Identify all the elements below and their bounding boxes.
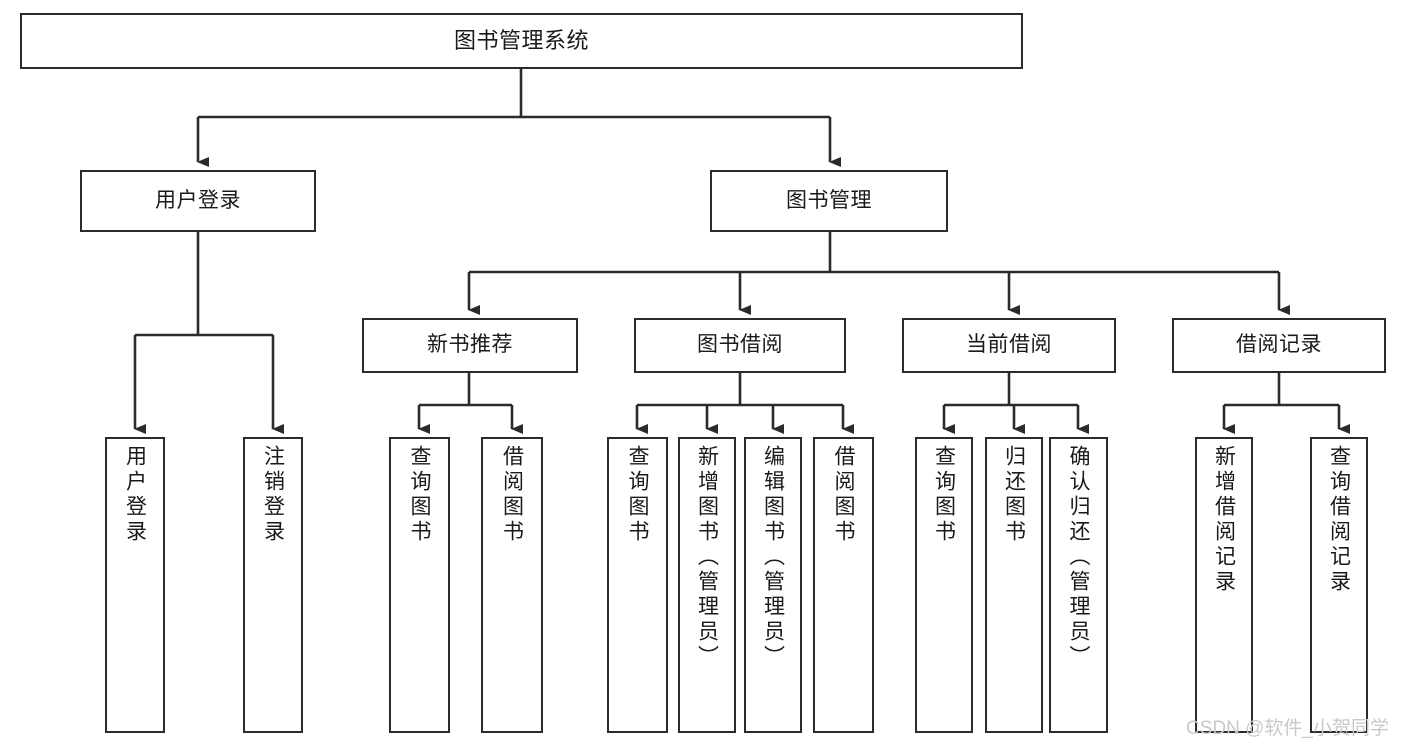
- node-label: 借阅图书: [832, 445, 855, 545]
- node-label: 用户登录: [155, 188, 241, 212]
- node-label: 当前借阅: [966, 333, 1052, 357]
- watermark-text: CSDN @软件_小贺同学: [1186, 718, 1389, 739]
- node-leaf-add-book-admin[interactable]: 新增图书（管理员）: [678, 437, 736, 733]
- node-book-borrow[interactable]: 图书借阅: [634, 318, 846, 373]
- node-new-book-recommend[interactable]: 新书推荐: [362, 318, 578, 373]
- node-borrow-records[interactable]: 借阅记录: [1172, 318, 1386, 373]
- node-current-borrow[interactable]: 当前借阅: [902, 318, 1116, 373]
- node-leaf-confirm-return-admin[interactable]: 确认归还（管理员）: [1049, 437, 1108, 733]
- node-leaf-query-book-current[interactable]: 查询图书: [915, 437, 973, 733]
- node-label: 查询图书: [408, 445, 431, 545]
- node-label: 查询图书: [932, 445, 956, 545]
- node-label: 新增借阅记录: [1212, 445, 1236, 595]
- node-label: 图书借阅: [697, 333, 783, 357]
- node-leaf-borrow-book-recommend[interactable]: 借阅图书: [481, 437, 543, 733]
- node-label: 借阅记录: [1236, 333, 1322, 357]
- node-leaf-query-book-recommend[interactable]: 查询图书: [389, 437, 450, 733]
- node-label: 新书推荐: [427, 333, 513, 357]
- node-leaf-query-borrow-record[interactable]: 查询借阅记录: [1310, 437, 1368, 733]
- node-label: 查询图书: [626, 445, 649, 545]
- node-label: 新增图书（管理员）: [695, 445, 719, 670]
- node-label: 查询借阅记录: [1327, 445, 1351, 595]
- node-leaf-query-book-borrow[interactable]: 查询图书: [607, 437, 668, 733]
- node-label: 编辑图书（管理员）: [761, 445, 785, 670]
- node-root-system[interactable]: 图书管理系统: [20, 13, 1023, 69]
- node-label: 确认归还（管理员）: [1067, 445, 1090, 670]
- node-user-login[interactable]: 用户登录: [80, 170, 316, 232]
- node-leaf-edit-book-admin[interactable]: 编辑图书（管理员）: [744, 437, 802, 733]
- node-label: 借阅图书: [500, 445, 524, 545]
- node-leaf-return-book[interactable]: 归还图书: [985, 437, 1043, 733]
- node-label: 注销登录: [261, 445, 285, 545]
- node-leaf-borrow-book[interactable]: 借阅图书: [813, 437, 874, 733]
- node-label: 归还图书: [1002, 445, 1026, 545]
- node-label: 图书管理系统: [453, 28, 589, 54]
- node-label: 图书管理: [786, 188, 872, 212]
- node-book-management[interactable]: 图书管理: [710, 170, 948, 232]
- node-label: 用户登录: [123, 445, 147, 545]
- node-leaf-add-borrow-record[interactable]: 新增借阅记录: [1195, 437, 1253, 733]
- node-leaf-logout[interactable]: 注销登录: [243, 437, 303, 733]
- node-leaf-user-login[interactable]: 用户登录: [105, 437, 165, 733]
